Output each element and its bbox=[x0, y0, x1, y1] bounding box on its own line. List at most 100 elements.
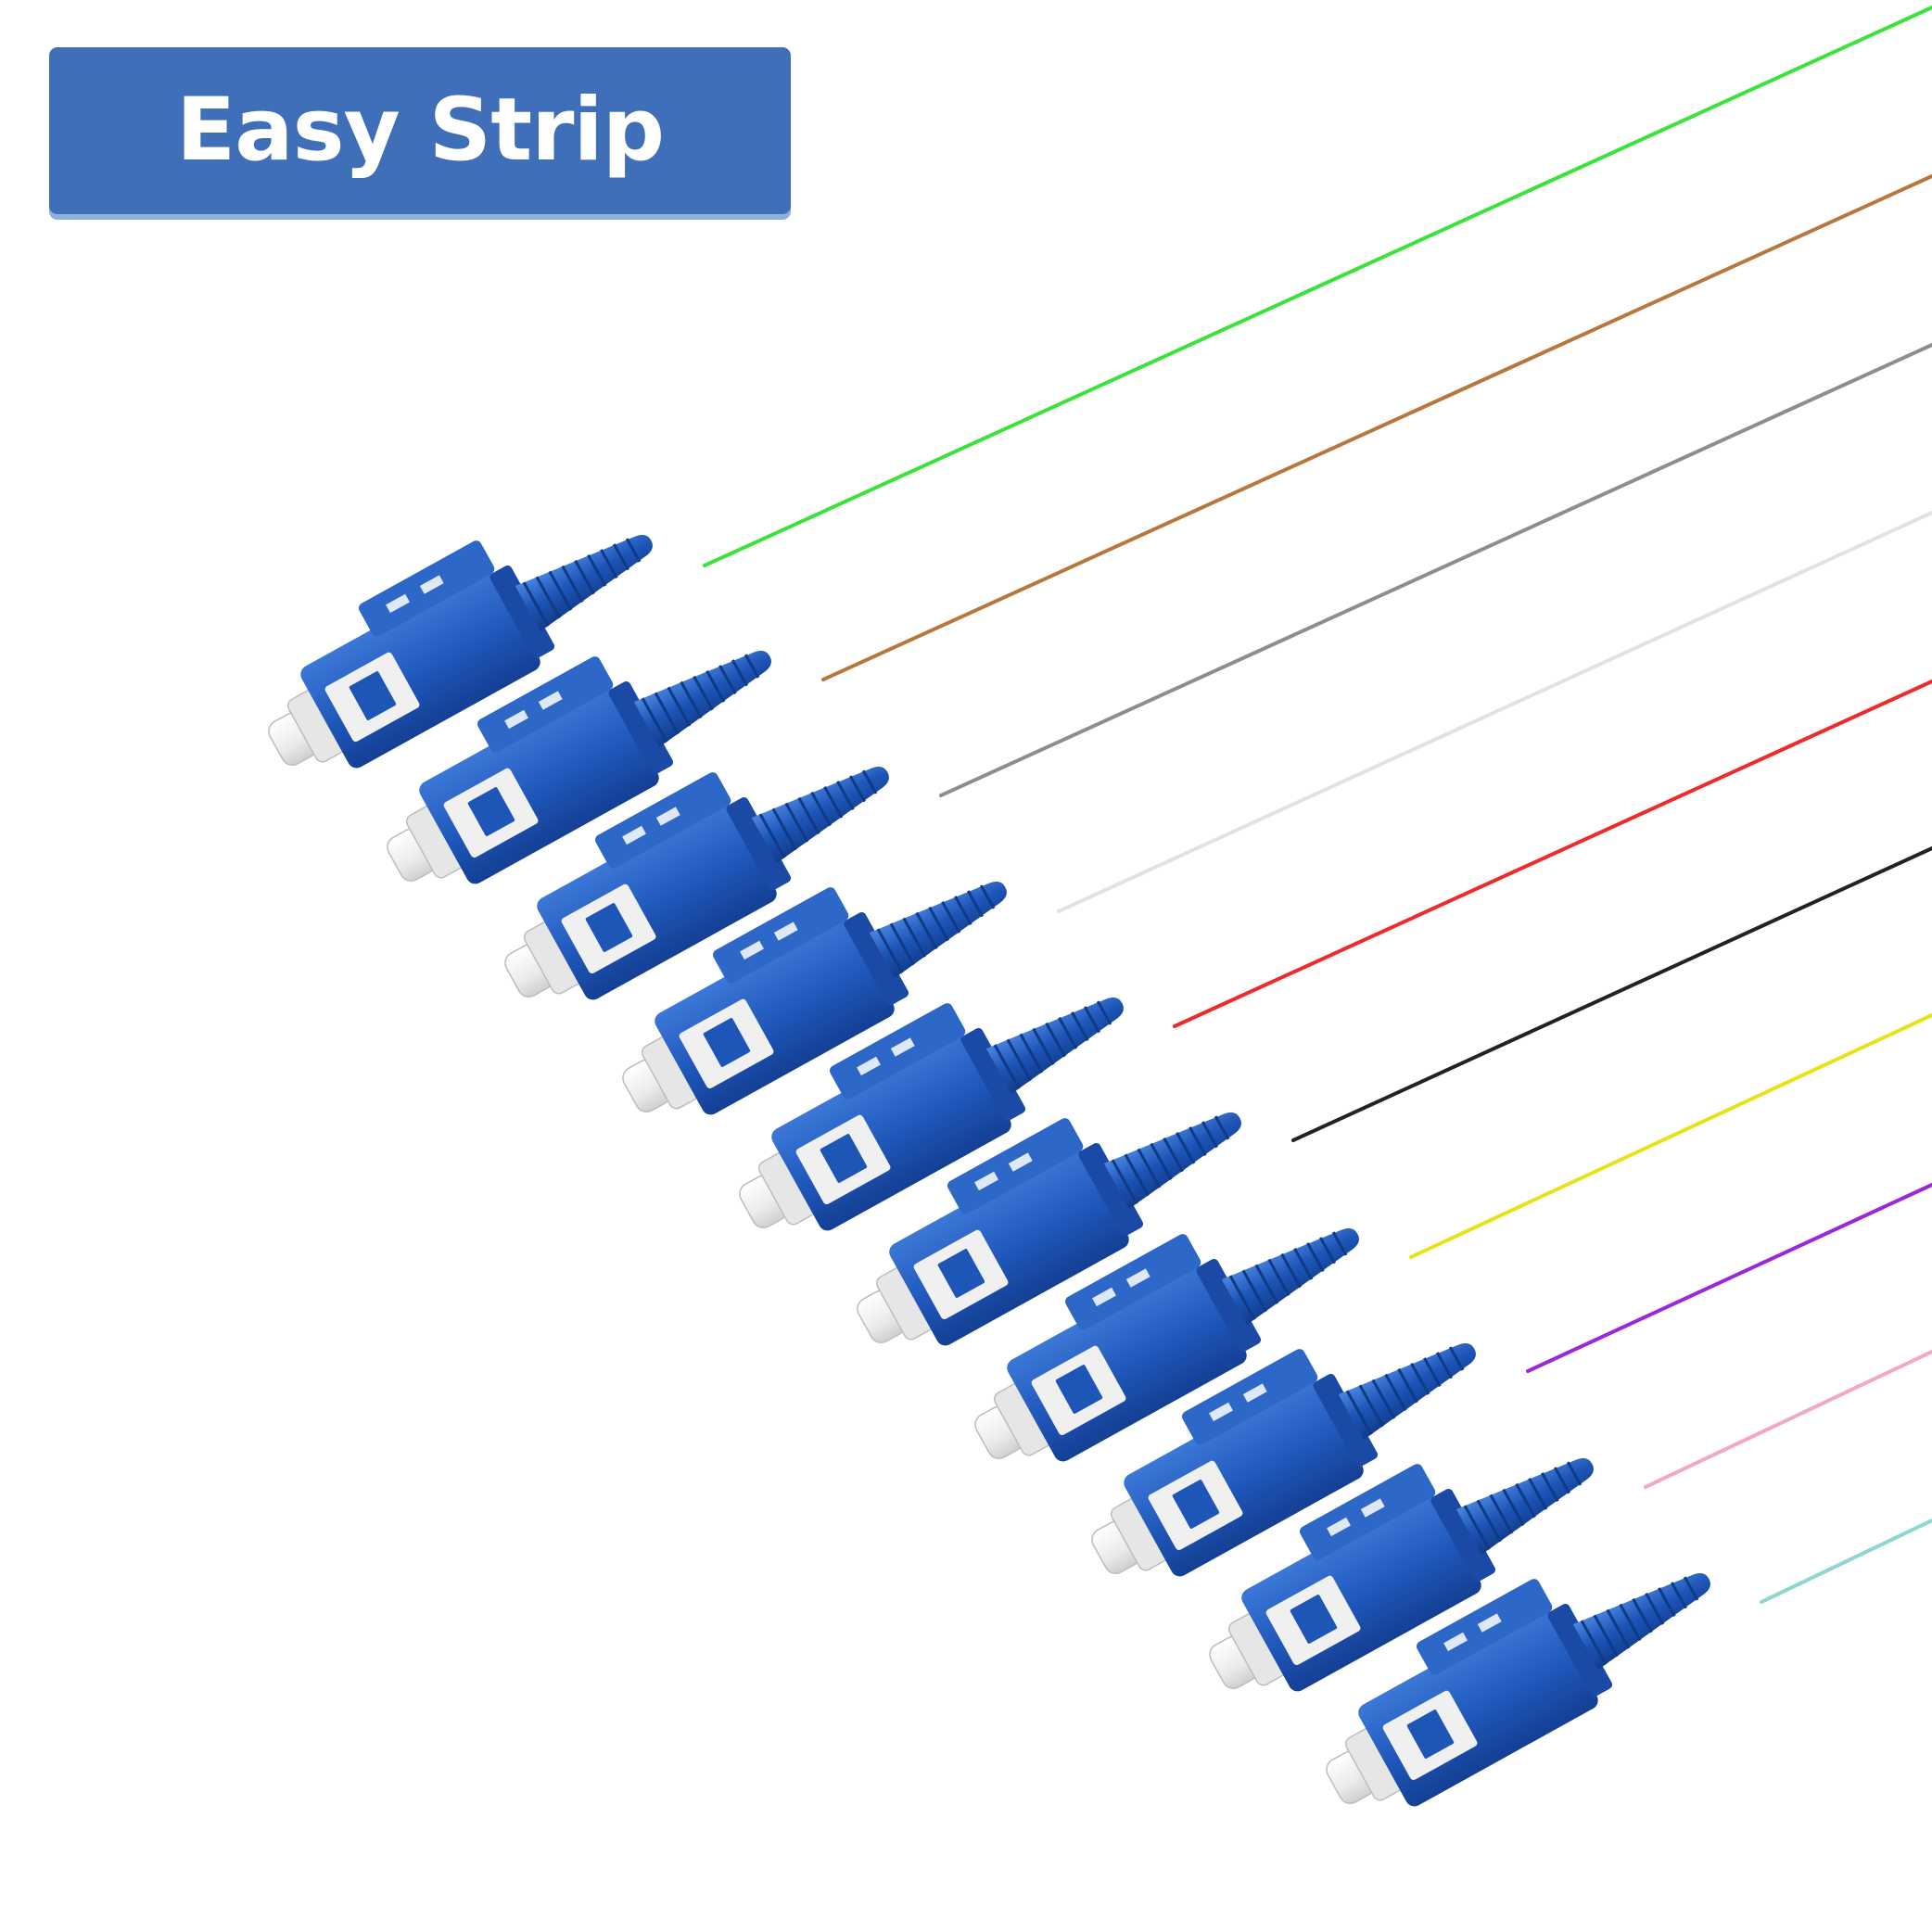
boot-rib bbox=[928, 906, 949, 942]
housing-mark bbox=[773, 922, 798, 941]
boot-rib bbox=[1071, 1011, 1089, 1042]
strain-relief-boot bbox=[1338, 1342, 1476, 1441]
housing-mark bbox=[740, 940, 764, 960]
boot-rib bbox=[625, 538, 642, 563]
boot-rib bbox=[861, 769, 878, 794]
boot-rib bbox=[1163, 1137, 1184, 1173]
boot-rib bbox=[1293, 1248, 1314, 1280]
brown-fiber-line bbox=[821, 174, 1932, 681]
boot-rib bbox=[1058, 1017, 1078, 1049]
boot-rib bbox=[1670, 1582, 1687, 1609]
boot-rib bbox=[784, 802, 809, 843]
pink-fiber-line bbox=[1644, 1350, 1932, 1489]
housing-mark bbox=[890, 1037, 915, 1057]
window-key bbox=[703, 1018, 751, 1067]
aqua-fiber-line bbox=[1760, 1519, 1932, 1604]
housing-mark bbox=[1209, 1402, 1233, 1422]
boot-rib bbox=[1619, 1603, 1642, 1642]
boot-rib bbox=[1358, 1384, 1384, 1428]
boot-rib bbox=[810, 791, 832, 827]
boot-rib bbox=[1658, 1587, 1676, 1618]
green-fiber-line bbox=[703, 6, 1932, 567]
boot-rib bbox=[1214, 1115, 1230, 1140]
boot-rib bbox=[1476, 1499, 1502, 1543]
boot-rib bbox=[1528, 1478, 1548, 1510]
boot-rib bbox=[1176, 1132, 1196, 1164]
boot-rib bbox=[1541, 1472, 1559, 1503]
rear-flange bbox=[1078, 1142, 1144, 1236]
rear-flange bbox=[844, 911, 909, 1005]
violet-fiber-line bbox=[1526, 1183, 1932, 1373]
housing-mark bbox=[1092, 1287, 1116, 1307]
window-key bbox=[585, 903, 633, 952]
housing-mark bbox=[1360, 1498, 1385, 1518]
boot-rib bbox=[823, 786, 844, 819]
sc-connector bbox=[1209, 1457, 1594, 1692]
boot-rib bbox=[954, 896, 972, 926]
housing-mark bbox=[622, 825, 646, 845]
boot-rib bbox=[771, 807, 797, 851]
boot-rib bbox=[1448, 1346, 1465, 1371]
boot-rib bbox=[1124, 1153, 1150, 1197]
fiber-layer bbox=[703, 6, 1932, 1604]
badge-label: Easy Strip bbox=[175, 80, 665, 181]
housing-mark bbox=[419, 575, 444, 594]
strain-relief-boot bbox=[515, 534, 653, 632]
housing-mark bbox=[974, 1171, 998, 1191]
boot-rib bbox=[1489, 1493, 1514, 1534]
boot-rib bbox=[1318, 1237, 1336, 1265]
boot-rib bbox=[1254, 1264, 1279, 1304]
boot-rib bbox=[1435, 1352, 1453, 1379]
rear-flange bbox=[489, 565, 555, 658]
boot-rib bbox=[876, 928, 904, 974]
boot-rib bbox=[993, 1044, 1021, 1090]
easy-strip-badge: Easy Strip bbox=[49, 47, 791, 214]
strain-relief-boot bbox=[1221, 1227, 1359, 1326]
boot-rib bbox=[1150, 1142, 1173, 1181]
boot-rib bbox=[1515, 1482, 1536, 1519]
boot-rib bbox=[915, 911, 938, 950]
window-key bbox=[820, 1134, 868, 1183]
housing-mark bbox=[1327, 1517, 1351, 1537]
rear-flange bbox=[608, 680, 674, 774]
boot-rib bbox=[1593, 1614, 1619, 1658]
boot-rib bbox=[902, 917, 927, 958]
boot-rib bbox=[1006, 1038, 1032, 1082]
boot-rib bbox=[1201, 1121, 1218, 1149]
red-fiber-line bbox=[1173, 680, 1932, 1028]
boot-rib bbox=[1228, 1275, 1256, 1321]
housing-mark bbox=[655, 807, 680, 826]
boot-rib bbox=[1371, 1379, 1396, 1419]
boot-rib bbox=[1580, 1620, 1608, 1666]
strain-relief-boot bbox=[869, 881, 1007, 979]
strain-relief-boot bbox=[1455, 1457, 1594, 1556]
rear-flange bbox=[960, 1027, 1026, 1121]
boot-rib bbox=[548, 570, 573, 611]
boot-rib bbox=[1096, 1000, 1112, 1025]
boot-rib bbox=[848, 775, 866, 803]
boot-rib bbox=[1137, 1148, 1162, 1188]
strain-relief-boot bbox=[1572, 1572, 1710, 1671]
boot-rib bbox=[654, 692, 680, 735]
rear-flange bbox=[1430, 1488, 1496, 1582]
boot-rib bbox=[535, 576, 561, 619]
boot-rib bbox=[1111, 1159, 1138, 1205]
boot-rib bbox=[1502, 1488, 1525, 1527]
housing-mark bbox=[857, 1056, 881, 1076]
window-key bbox=[1290, 1595, 1338, 1644]
boot-rib bbox=[1645, 1593, 1665, 1625]
sc-connector bbox=[974, 1227, 1359, 1462]
sc-connector bbox=[622, 881, 1007, 1115]
window-key bbox=[1055, 1365, 1103, 1414]
boot-rib bbox=[1632, 1597, 1653, 1633]
boot-rib bbox=[693, 675, 714, 711]
boot-rib bbox=[979, 884, 996, 909]
rear-flange bbox=[726, 796, 792, 890]
boot-rib bbox=[1683, 1576, 1699, 1601]
boot-rib bbox=[1267, 1258, 1290, 1297]
housing-mark bbox=[1477, 1613, 1502, 1633]
boot-rib bbox=[587, 554, 607, 587]
window-key bbox=[467, 787, 515, 836]
boot-rib bbox=[836, 781, 855, 811]
